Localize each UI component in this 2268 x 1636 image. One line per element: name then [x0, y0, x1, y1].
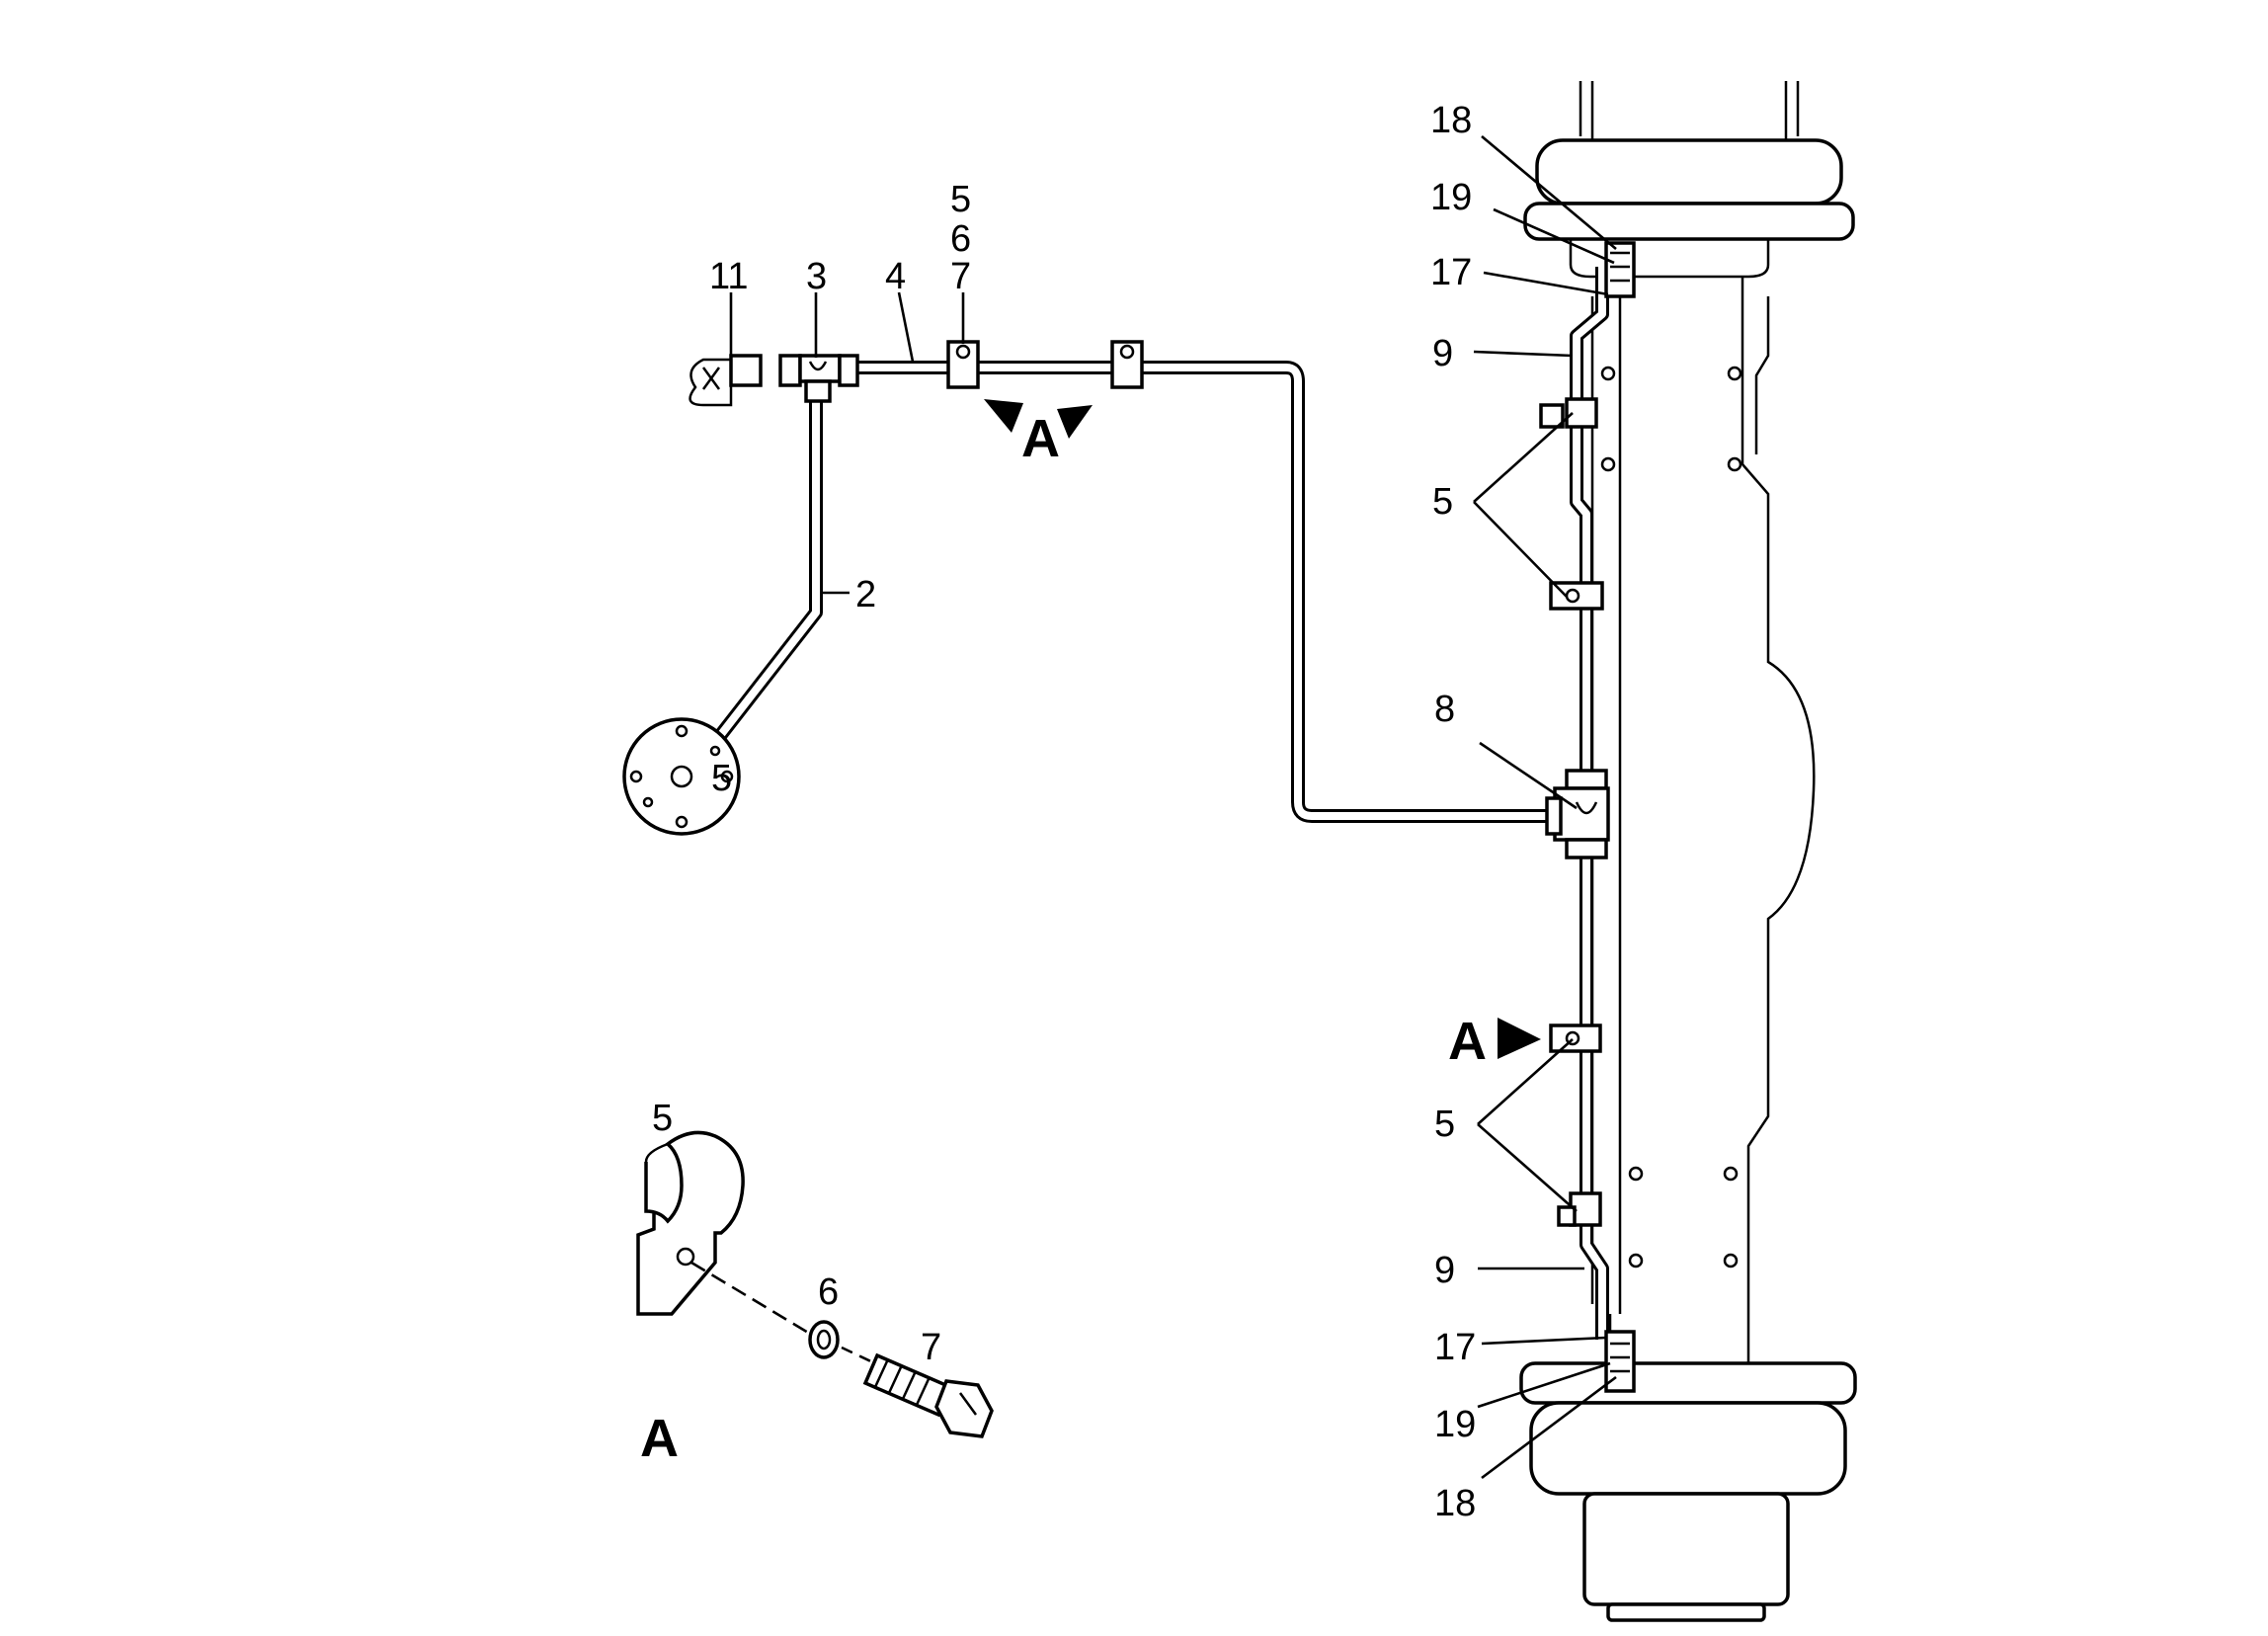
label-part-18-top: 18: [1430, 100, 1472, 141]
label-part-18-bottom: 18: [1434, 1483, 1476, 1524]
view-marker-a-top: A: [1021, 409, 1060, 468]
label-part-6-top: 6: [950, 218, 971, 260]
label-part-9-top: 9: [1432, 333, 1453, 374]
tee-piece-3: [778, 354, 859, 403]
label-part-11: 11: [709, 256, 748, 297]
label-part-19-top: 19: [1430, 177, 1472, 218]
part-number-labels: 11 3 4 5 6 7 2 5 18 19 17 9 5 8 5 9 17 1…: [652, 100, 1476, 1524]
label-part-8: 8: [1434, 689, 1455, 730]
label-detail-part-7: 7: [921, 1327, 941, 1368]
clips-on-pipe-4: [946, 340, 1144, 389]
label-part-4: 4: [885, 256, 906, 297]
detail-a-title: A: [640, 1409, 679, 1468]
label-part-17-bottom: 17: [1434, 1327, 1476, 1368]
label-part-19-bottom: 19: [1434, 1404, 1476, 1445]
label-part-3: 3: [806, 256, 827, 297]
hose-connectors-17-18-19: [1604, 241, 1636, 1393]
label-part-7-top: 7: [950, 256, 971, 297]
view-marker-top: [984, 399, 1093, 439]
detail-a-washer: [808, 1320, 880, 1367]
label-part-9-bottom: 9: [1434, 1250, 1455, 1291]
view-marker-a-side: A: [1448, 1012, 1487, 1071]
label-part-5-lower: 5: [1434, 1104, 1455, 1145]
detail-a-clip: [636, 1130, 811, 1336]
wheel-cylinder-flange: [622, 717, 741, 836]
fitting-11: [688, 354, 763, 407]
label-part-17-top: 17: [1430, 252, 1472, 293]
label-part-2: 2: [855, 574, 876, 615]
leader-lines: [729, 135, 1617, 1480]
label-detail-part-6: 6: [818, 1271, 839, 1313]
brake-pipes: [699, 267, 1609, 1340]
label-part-5-upper: 5: [1432, 481, 1453, 523]
detail-a-bolt: [862, 1352, 994, 1438]
tee-piece-8: [1545, 769, 1610, 859]
view-marker-side: [1498, 1018, 1541, 1059]
label-detail-part-5: 5: [652, 1098, 673, 1139]
label-part-5-flange: 5: [711, 758, 732, 799]
label-part-5-top: 5: [950, 179, 971, 220]
